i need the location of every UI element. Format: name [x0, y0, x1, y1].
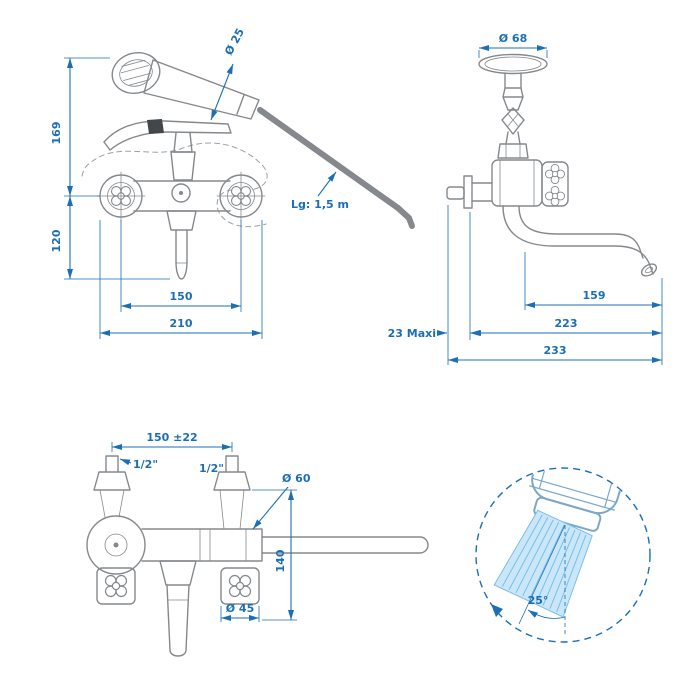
dim-spout-reach: 159	[583, 289, 606, 302]
dim-depth-to-body: 223	[555, 317, 578, 330]
top-dimensions: 150 ±22 1/2" 1/2" Ø 60 140 Ø 45	[111, 431, 311, 622]
tub-spout-side	[502, 205, 658, 277]
wall-plate-and-holder	[478, 53, 548, 159]
dim-height-lower: 120	[50, 229, 63, 252]
inlet-unions	[93, 455, 251, 530]
dim-overall-depth: 233	[544, 344, 567, 357]
handset-rest-top	[159, 560, 197, 657]
hose-end-fitting	[395, 205, 415, 229]
front-dimensions: 169 120 150 210 Ø 25 Lg: 1,5 m	[50, 26, 349, 339]
dim-hose-length: Lg: 1,5 m	[291, 198, 349, 211]
side-view: Ø 68 159 223 23 Maxi 233	[388, 32, 663, 365]
dim-right-thread: 1/2"	[199, 462, 224, 475]
detail-circle-arrow	[491, 604, 503, 617]
dim-overall-width: 210	[170, 317, 193, 330]
dim-spray-angle: 25°	[528, 594, 549, 607]
dim-height-total: 169	[50, 122, 63, 145]
side-dimensions: Ø 68 159 223 23 Maxi 233	[388, 32, 663, 365]
dim-flange-diameter: Ø 68	[499, 32, 528, 45]
dim-centers-tolerance: 150 ±22	[146, 431, 197, 444]
spray-angle-annotation: 25°	[518, 524, 566, 636]
shower-hose	[257, 107, 401, 211]
detail-clipped-drawing	[493, 469, 641, 618]
dim-left-thread: 1/2"	[133, 458, 158, 471]
dim-escutcheon-diameter: Ø 45	[226, 602, 255, 615]
mixer-body-front	[96, 171, 266, 222]
hose-dashed-outline	[81, 142, 268, 228]
top-view: 150 ±22 1/2" 1/2" Ø 60 140 Ø 45	[86, 431, 429, 657]
mixer-body-side	[446, 159, 569, 209]
wall-escutcheons-top	[96, 567, 260, 605]
tub-spout-front	[166, 210, 197, 280]
dim-wall-clearance: 23 Maxi	[388, 327, 436, 340]
spray-detail-view: 25°	[475, 467, 651, 643]
lever-band	[147, 119, 164, 134]
front-view: 169 120 150 210 Ø 25 Lg: 1,5 m	[50, 26, 415, 339]
mixer-lever	[103, 119, 232, 181]
detail-callout-circle	[475, 467, 651, 643]
dim-body-diameter: Ø 60	[282, 472, 311, 485]
dim-height: 140	[274, 549, 287, 572]
dim-centers-width: 150	[170, 290, 193, 303]
